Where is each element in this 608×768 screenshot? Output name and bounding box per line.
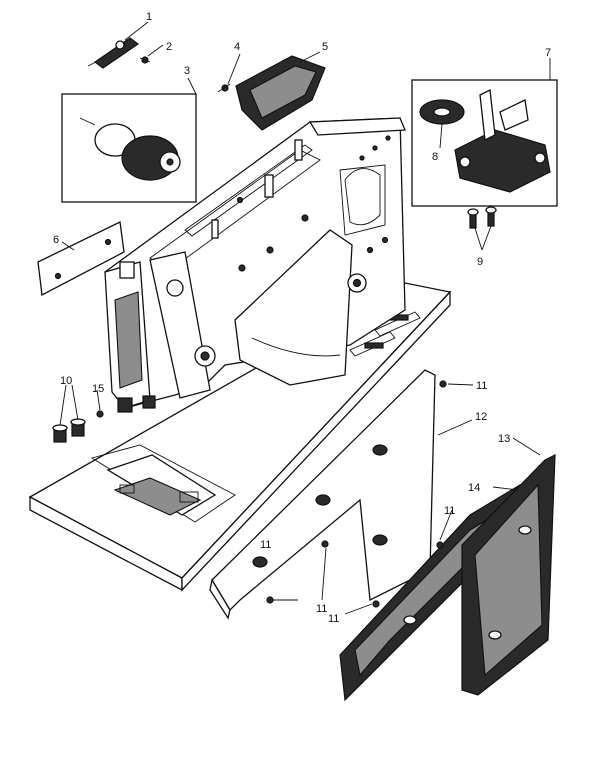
part-6-plate bbox=[37, 221, 125, 297]
leader-lines bbox=[59, 21, 551, 615]
callout-2: 2 bbox=[166, 41, 172, 53]
part-11-screws bbox=[266, 380, 447, 608]
part-13-panel bbox=[461, 454, 556, 696]
callout-11-left: 11 bbox=[316, 603, 327, 615]
callout-13: 13 bbox=[498, 433, 510, 445]
callout-5: 5 bbox=[322, 41, 328, 53]
part-9-screws bbox=[467, 206, 497, 229]
machine-frame bbox=[104, 117, 406, 413]
callout-11-bottom: 11 bbox=[328, 613, 339, 625]
part-4-screw bbox=[217, 83, 231, 93]
callout-9: 9 bbox=[477, 256, 483, 268]
part-12-cover-plate bbox=[209, 369, 436, 620]
part-10-screws bbox=[52, 418, 86, 443]
callout-11-mid: 11 bbox=[444, 505, 455, 517]
callout-15: 15 bbox=[92, 383, 104, 395]
part-2-screw bbox=[139, 56, 151, 64]
callout-3: 3 bbox=[184, 65, 190, 77]
callout-12: 12 bbox=[475, 411, 487, 423]
callout-11-low: 11 bbox=[260, 539, 271, 551]
callout-11-top: 11 bbox=[476, 380, 487, 392]
part-5-cover bbox=[235, 55, 326, 131]
callout-8: 8 bbox=[432, 151, 438, 163]
callout-14: 14 bbox=[468, 482, 480, 494]
part-3-motor-box bbox=[61, 93, 197, 203]
callout-4: 4 bbox=[234, 41, 240, 53]
callout-6: 6 bbox=[53, 234, 59, 246]
part-15-screw bbox=[96, 410, 104, 418]
callout-10: 10 bbox=[60, 375, 72, 387]
part-7-box bbox=[411, 79, 558, 207]
part-8-washer bbox=[419, 99, 465, 125]
part-1-switch bbox=[87, 37, 140, 69]
callout-1: 1 bbox=[146, 11, 152, 23]
part-7-assembly bbox=[454, 89, 551, 193]
callout-7: 7 bbox=[545, 47, 551, 59]
callout-numbers: 1 2 3 4 5 6 7 8 9 10 11 11 11 11 11 12 1… bbox=[53, 11, 551, 625]
